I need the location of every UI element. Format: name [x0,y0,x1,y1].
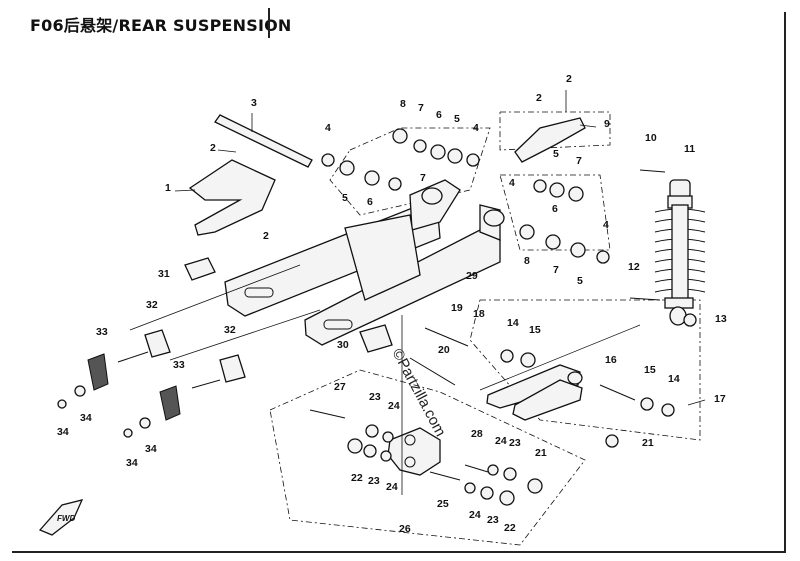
chain-guard [188,159,276,236]
callout-c-10: 10 [645,132,657,144]
callout-c-18: 18 [473,308,485,320]
callout-c-34c: 34 [145,443,157,455]
callout-c-6a: 6 [367,196,373,208]
callout-c-7a: 7 [420,172,426,184]
callout-c-15b: 15 [644,364,656,376]
callout-c-23c: 23 [509,437,521,449]
washers-and-bushings [57,128,697,506]
assembly-outlines [269,111,701,546]
callout-c-1: 1 [165,182,171,194]
callout-c-8b: 8 [524,255,530,267]
pivot-shaft [214,114,313,168]
callout-c-2b: 2 [263,230,269,242]
callout-c-23d: 23 [487,514,499,526]
frame-bottom-border [12,551,786,553]
callout-c-24a: 24 [388,400,400,412]
linkage-plates [486,364,583,421]
callout-c-19: 19 [451,302,463,314]
callout-c-29: 29 [466,270,478,282]
chain-adjusters [87,257,393,421]
callout-c-5b: 5 [454,113,460,125]
callout-c-9: 9 [604,118,610,130]
frame-right-border [784,12,786,552]
callout-c-23a: 23 [369,391,381,403]
callout-c-27: 27 [334,381,346,393]
callout-c-24b: 24 [386,481,398,493]
callout-c-5c: 5 [553,148,559,160]
callout-c-15a: 15 [529,324,541,336]
callout-c-22b: 22 [504,522,516,534]
callout-c-4a: 4 [325,122,331,134]
callout-c-13: 13 [715,313,727,325]
callout-c-2c: 2 [566,73,572,85]
watermark: ©Partzilla.com [388,346,449,440]
callout-c-20: 20 [438,344,450,356]
callout-c-4d: 4 [603,219,609,231]
callout-c-30: 30 [337,339,349,351]
callout-c-33b: 33 [173,359,185,371]
callout-c-2d: 2 [536,92,542,104]
leader-lines [129,90,706,495]
callout-c-24d: 24 [469,509,481,521]
callout-c-34b: 34 [57,426,69,438]
callout-c-5a: 5 [342,192,348,204]
callout-c-14b: 14 [668,373,680,385]
callout-c-32a: 32 [146,299,158,311]
callout-c-3: 3 [251,97,257,109]
callout-c-6c: 6 [552,203,558,215]
callout-c-4b: 4 [473,122,479,134]
callout-c-11: 11 [684,143,695,155]
callout-c-34d: 34 [126,457,138,469]
callout-c-31: 31 [158,268,170,280]
shock-absorber [629,169,706,326]
callout-c-22a: 22 [351,472,363,484]
callout-c-7c: 7 [576,155,582,167]
callout-c-17: 17 [714,393,726,405]
callout-c-24c: 24 [495,435,507,447]
callout-c-16: 16 [605,354,617,366]
callout-c-23b: 23 [368,475,380,487]
callout-c-12: 12 [628,261,640,273]
bracket [514,117,586,163]
callout-c-14a: 14 [507,317,519,329]
callout-c-4c: 4 [509,177,515,189]
callout-c-26: 26 [399,523,411,535]
callout-c-6b: 6 [436,109,442,121]
fwd-arrow-icon: FWD [38,499,84,536]
callout-c-5d: 5 [577,275,583,287]
bolts [117,327,636,481]
callout-c-25: 25 [437,498,449,510]
callout-c-7b: 7 [418,102,424,114]
callout-c-32b: 32 [224,324,236,336]
callout-c-33a: 33 [96,326,108,338]
callout-c-2a: 2 [210,142,216,154]
callout-c-8a: 8 [400,98,406,110]
callout-c-21b: 21 [535,447,547,459]
swingarm [224,179,505,346]
fwd-label: FWD [57,514,75,523]
callout-c-28: 28 [471,428,483,440]
callout-c-34a: 34 [80,412,92,424]
page-title: F06后悬架/REAR SUSPENSION [30,16,292,35]
callout-c-21a: 21 [642,437,654,449]
callout-c-7d: 7 [553,264,559,276]
title-divider [268,8,270,38]
